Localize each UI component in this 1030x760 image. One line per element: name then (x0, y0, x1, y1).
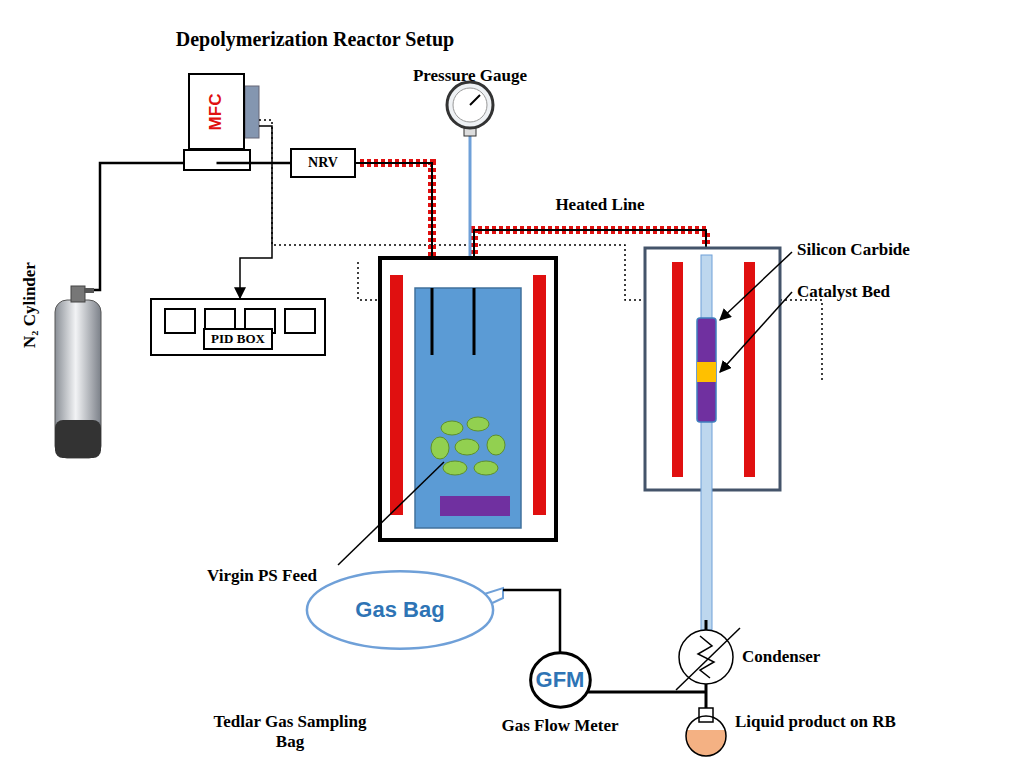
condenser (676, 620, 740, 690)
node-text: MFC (206, 93, 226, 130)
mfc-base (184, 150, 250, 170)
outline (530, 653, 590, 707)
part-label: Pressure Gauge (413, 66, 527, 86)
mfc-actuator (245, 86, 259, 138)
part-label: Heated Line (555, 195, 644, 215)
node-text: Gas Bag (355, 597, 444, 623)
outline (307, 571, 493, 649)
gas-line (94, 163, 186, 290)
gas-line (586, 691, 706, 694)
flow-meter-circle: GFM (530, 652, 591, 708)
diagram-title: Depolymerization Reactor Setup (150, 28, 480, 51)
part-label: Silicon Carbide (797, 240, 910, 260)
node-text: PID BOX (203, 328, 273, 350)
part-label: Catalyst Bed (797, 282, 890, 302)
node-text: GFM (536, 667, 585, 693)
leader-line (338, 462, 444, 565)
controller-box: PID BOX (150, 298, 326, 356)
leader-line (720, 252, 792, 320)
connector-line (217, 162, 291, 165)
leader-line (720, 292, 792, 372)
part-label: Tedlar Gas Sampling Bag (198, 712, 383, 751)
connector-line (503, 590, 560, 652)
part-label: N₂ Cylinder (20, 262, 40, 348)
gas-bag-ellipse: Gas Bag (305, 570, 495, 650)
connector-line (240, 126, 272, 298)
part-label: Gas Flow Meter (501, 716, 618, 736)
part-label: Liquid product on RB (735, 712, 896, 732)
gas-cylinder (55, 286, 101, 458)
part-label: Condenser (742, 647, 820, 667)
round-bottom-flask (686, 708, 726, 756)
part-label: Virgin PS Feed (207, 566, 317, 586)
node-text: NRV (308, 155, 338, 171)
valve-box: NRV (290, 148, 356, 178)
mfc-box: MFC (188, 73, 245, 150)
catalytic-furnace (645, 248, 780, 630)
